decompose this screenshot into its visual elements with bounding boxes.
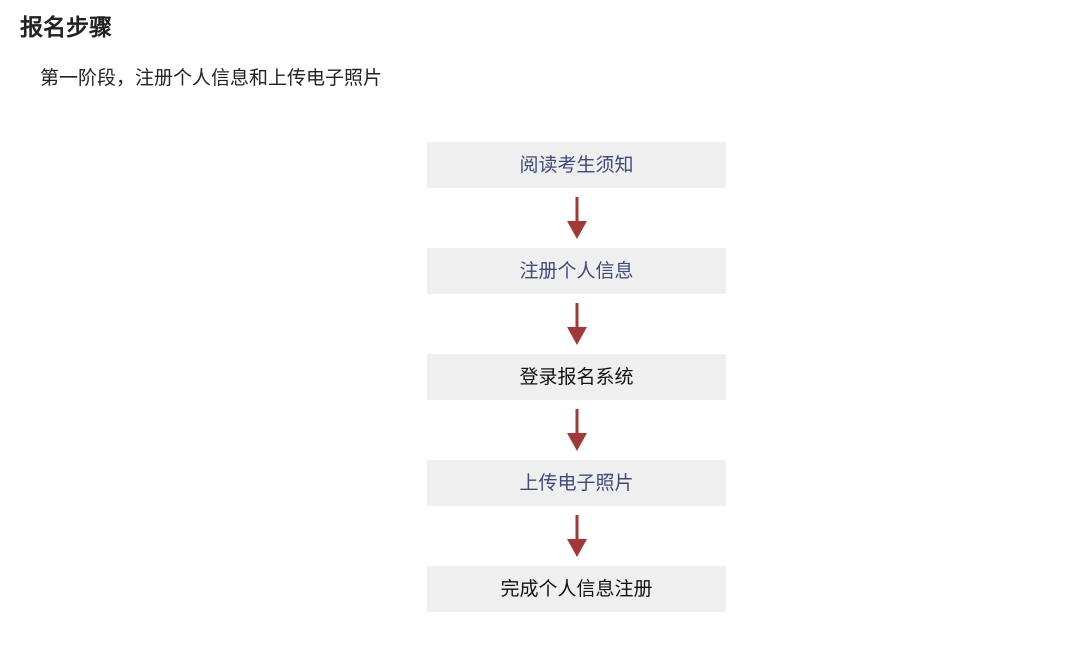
arrow-down-icon [566, 515, 587, 557]
step-read-notice-link[interactable]: 阅读考生须知 [427, 142, 726, 188]
arrow-down-icon [566, 197, 587, 239]
section-title: 报名步骤 [20, 15, 112, 41]
flow-arrow [427, 400, 726, 460]
flow-arrow [427, 294, 726, 354]
step-complete-registration: 完成个人信息注册 [427, 566, 726, 612]
flow-arrow [427, 506, 726, 566]
stage-description: 第一阶段，注册个人信息和上传电子照片 [40, 67, 383, 89]
arrow-down-icon [566, 409, 587, 451]
step-register-info-link[interactable]: 注册个人信息 [427, 248, 726, 294]
arrow-down-icon [566, 303, 587, 345]
step-login-system: 登录报名系统 [427, 354, 726, 400]
flow-arrow [427, 188, 726, 248]
step-upload-photo-link[interactable]: 上传电子照片 [427, 460, 726, 506]
registration-flowchart: 阅读考生须知 注册个人信息 登录报名系统 上传电子照片 完成个人信息注册 [427, 142, 726, 612]
